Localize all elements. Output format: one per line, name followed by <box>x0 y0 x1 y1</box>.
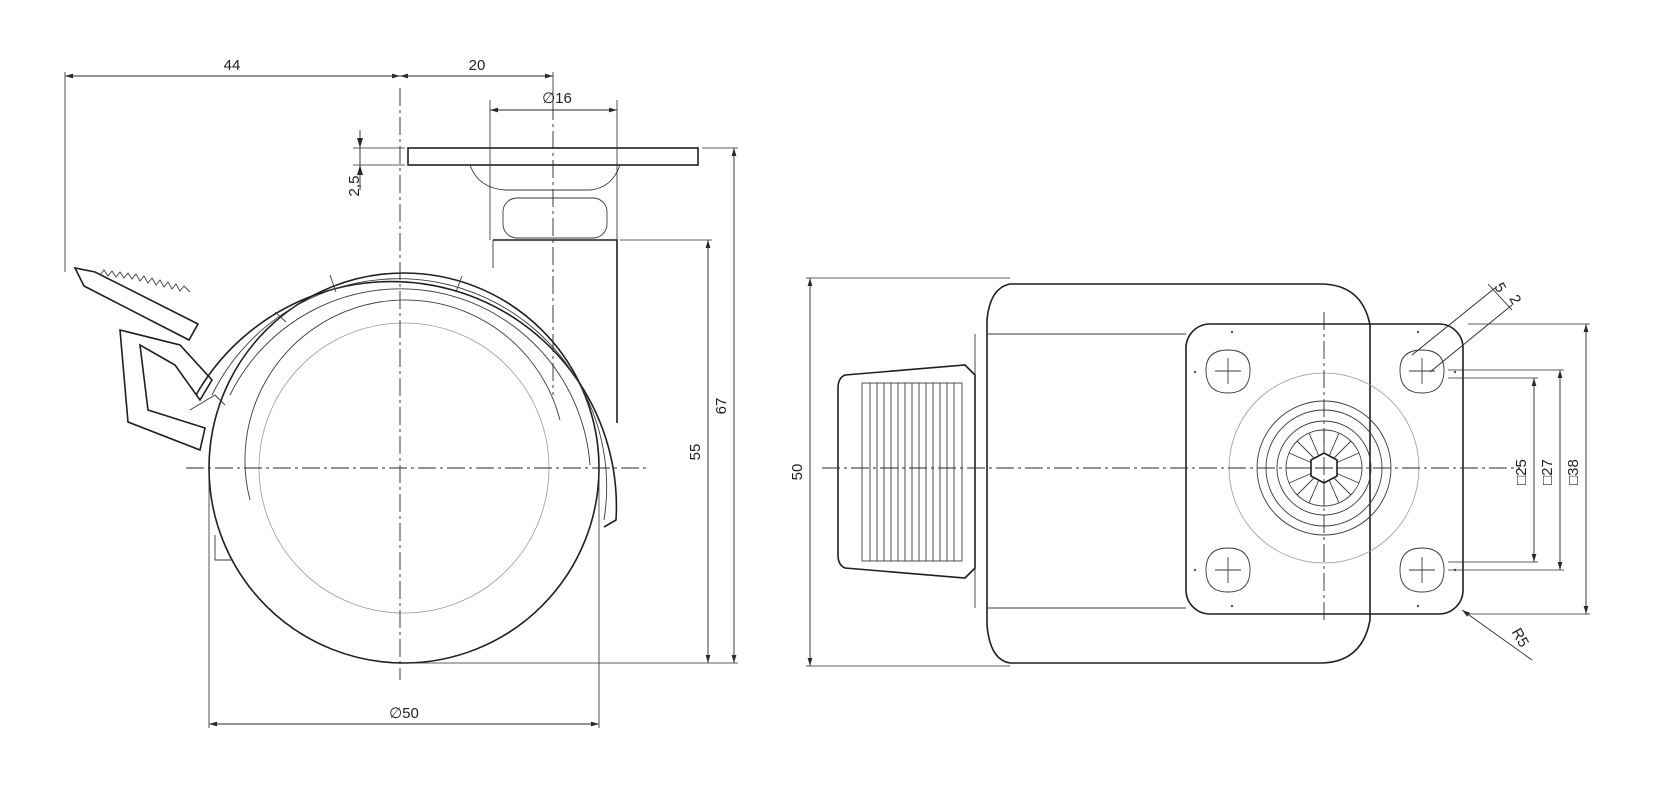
label-corner-radius: R5 <box>1508 625 1532 650</box>
mounting-plate-top <box>1185 323 1464 615</box>
mounting-hole-bottom-right <box>1399 547 1445 593</box>
label-hole-spacing: □25 <box>1513 459 1530 485</box>
fork-body <box>493 239 618 423</box>
label-hole-spacing-mid: □27 <box>1539 459 1556 485</box>
mounting-hole-top-right <box>1399 349 1445 394</box>
label-total-height: 67 <box>713 398 730 415</box>
label-stem-diameter: ∅16 <box>542 90 572 107</box>
mounting-hole-bottom-left <box>1205 547 1251 593</box>
label-44: 44 <box>224 57 241 74</box>
wheel-hood-inner <box>211 278 608 521</box>
label-width: 50 <box>789 464 806 481</box>
dim-line-hole-size <box>1411 287 1496 356</box>
swivel-neck <box>502 197 608 239</box>
side-view: 44 20 ∅16 2,5 67 55 ∅50 <box>64 57 738 728</box>
label-axle-height: 55 <box>687 444 704 461</box>
label-hole-size-a: 5 <box>1490 280 1509 296</box>
brake-pedal <box>73 266 200 342</box>
wheel-inner-rim <box>244 299 561 501</box>
top-view: 50 □38 □27 □25 5 2 R5 <box>789 277 1590 667</box>
brake-pedal-teeth <box>99 269 191 293</box>
housing-outline <box>986 283 1371 664</box>
radius-leader <box>1461 609 1533 661</box>
label-plate-thickness: 2,5 <box>346 176 363 197</box>
brake-arm <box>119 328 213 452</box>
label-20: 20 <box>469 57 486 74</box>
plate-boss <box>469 164 621 191</box>
wheel-hood-outer <box>195 280 618 528</box>
label-wheel-diameter: ∅50 <box>389 705 419 722</box>
brake-pedal-top <box>837 364 976 579</box>
label-hole-size-b: 2 <box>1505 292 1524 308</box>
mounting-hole-top-left <box>1205 349 1251 394</box>
label-plate-size: □38 <box>1565 459 1582 485</box>
brake-tread-lines <box>869 383 955 561</box>
